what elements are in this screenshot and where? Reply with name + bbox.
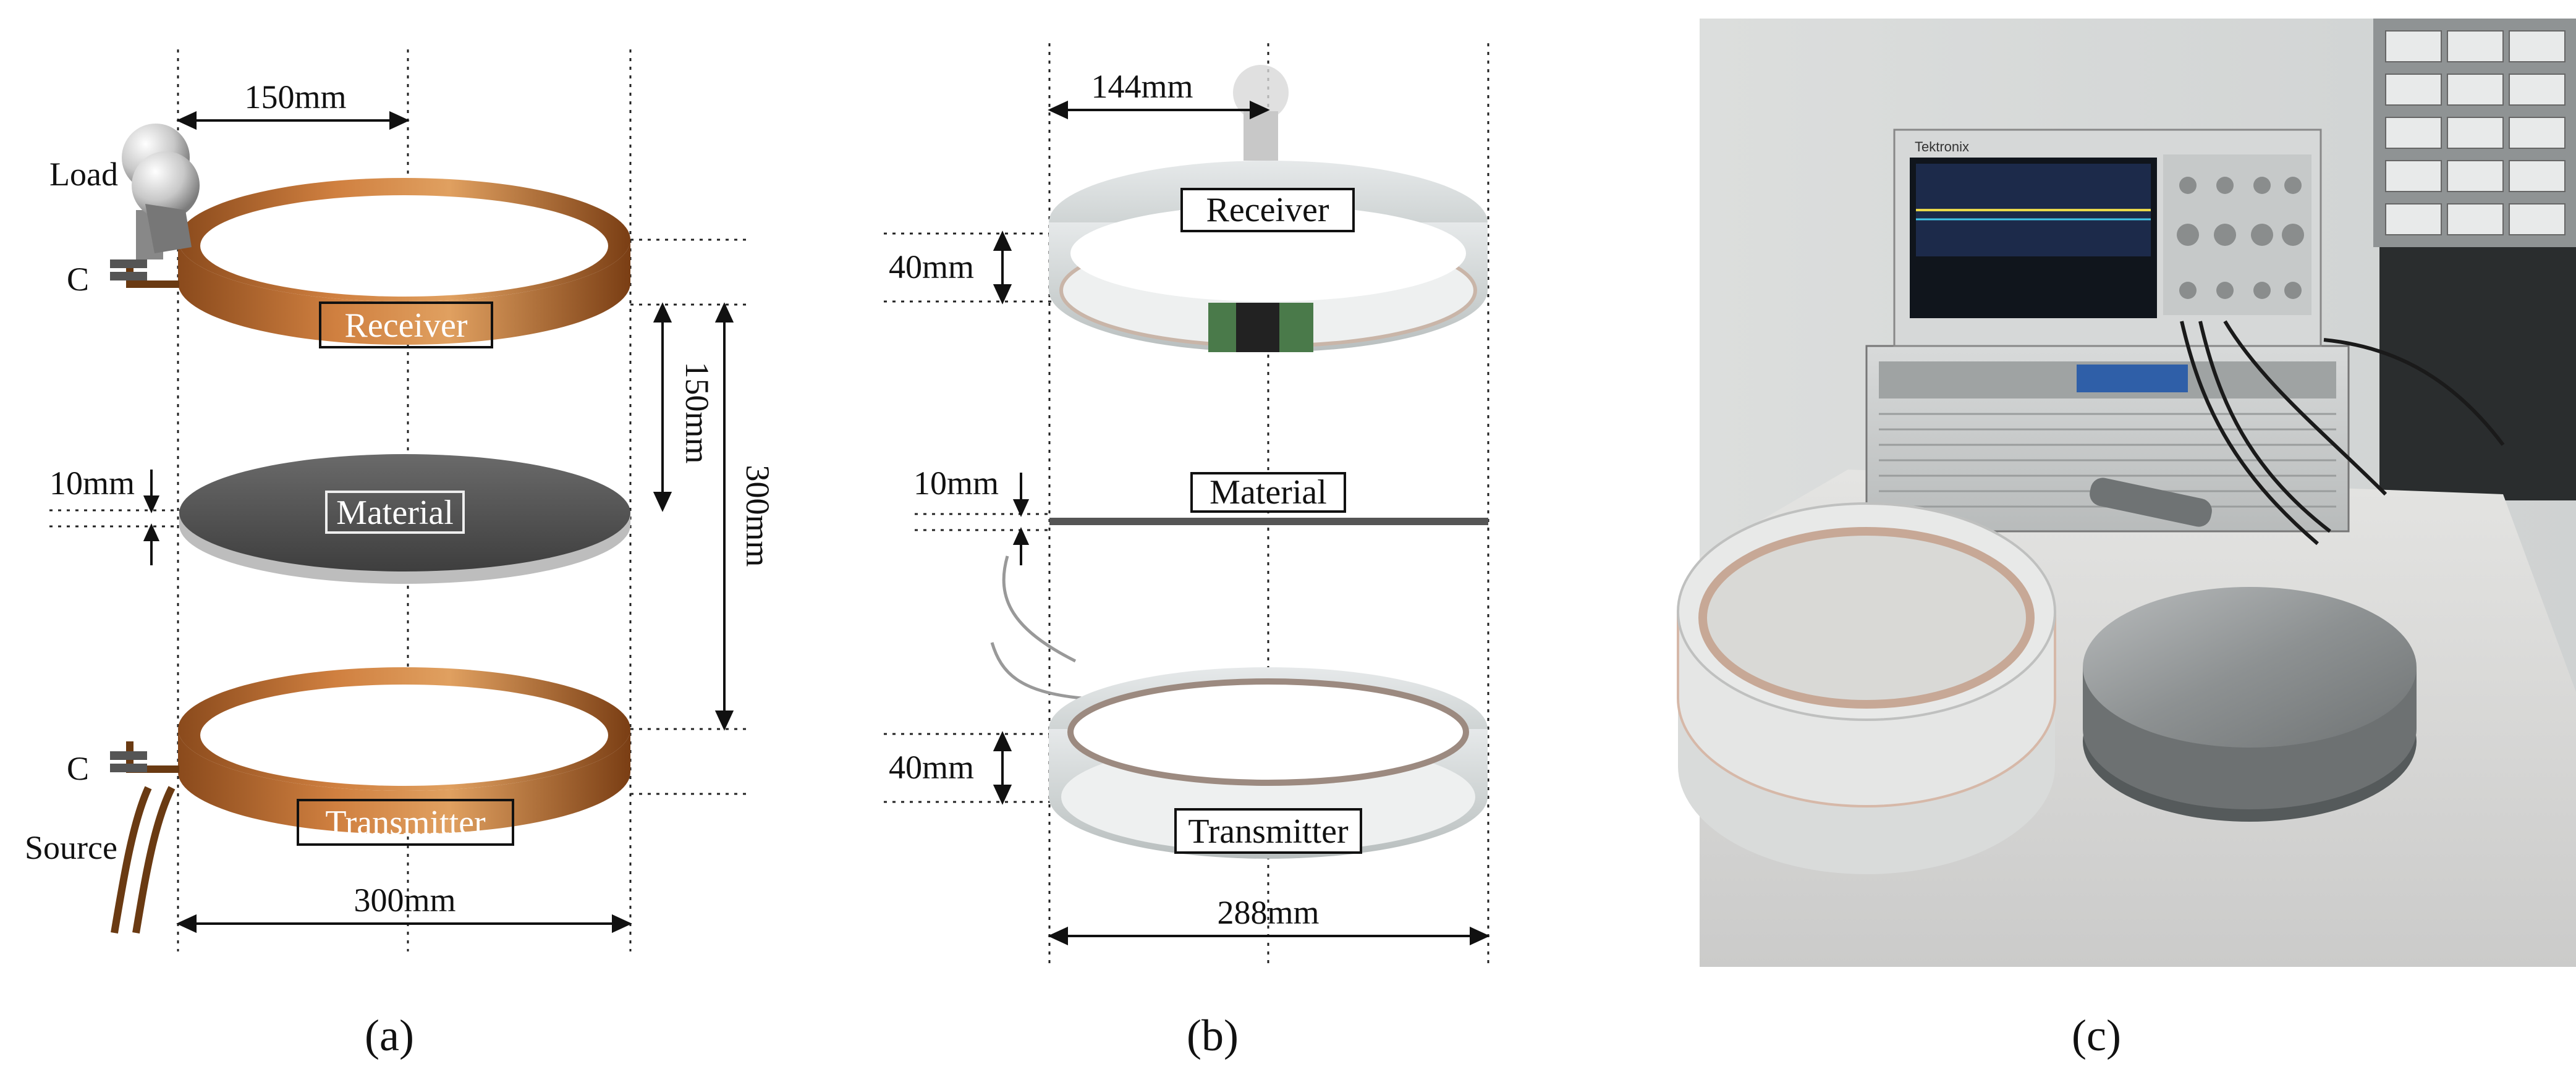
cap-bottom-label: C — [67, 750, 89, 787]
caption-c: (c) — [2072, 1011, 2121, 1060]
dim-b-thickness: 10mm — [913, 465, 999, 502]
oscilloscope: Tektronix — [1893, 129, 2322, 347]
dim-a-gap-recv-mat: 150mm — [679, 361, 716, 463]
transmitter-label-box-b — [1174, 808, 1362, 854]
dim-b-coil-height-top: 40mm — [889, 248, 974, 285]
dim-a-diameter: 300mm — [354, 882, 455, 919]
cap-top-label: C — [67, 261, 89, 298]
transmitter-prototype — [1049, 667, 1488, 859]
material-disk — [179, 454, 630, 584]
material-label-box-b — [1190, 472, 1346, 513]
panel-a-schematic: Load C Receiver Material C Source Transm… — [0, 0, 803, 1075]
panel-b-svg: Receiver Material Transmitter 144mm 40mm… — [884, 43, 1490, 1060]
coil-stack — [1677, 502, 2056, 874]
load-label: Load — [49, 156, 118, 193]
dim-a-top-width: 150mm — [244, 78, 346, 116]
panel-b-prototype: Receiver Material Transmitter 144mm 40mm… — [803, 0, 1607, 1075]
wire-b-2 — [990, 642, 1082, 700]
oscilloscope-brand: Tektronix — [1915, 139, 1969, 154]
receiver-coil — [178, 178, 630, 345]
dimension-arrows-a — [143, 111, 734, 934]
transmitter-coil — [178, 667, 630, 834]
current-probe — [2090, 478, 2212, 527]
material-label: Material — [336, 494, 454, 532]
dim-b-coil-height-bottom: 40mm — [889, 749, 974, 786]
panel-c-svg: Tektronix (c) — [1677, 19, 2576, 1060]
transmitter-label-b: Transmitter — [1188, 812, 1349, 851]
dim-b-top-width: 144mm — [1091, 68, 1193, 105]
dim-b-diameter: 288mm — [1217, 894, 1319, 931]
receiver-label-box-b — [1180, 188, 1355, 232]
receiver-label-b: Receiver — [1206, 191, 1329, 229]
receiver-prototype — [1049, 65, 1488, 352]
source-label: Source — [25, 829, 117, 866]
receiver-label: Receiver — [345, 306, 468, 345]
transmitter-label-box — [297, 799, 514, 846]
metal-plate-stack — [2083, 587, 2417, 822]
caption-b: (b) — [1187, 1011, 1239, 1060]
panel-c-photo: Tektronix (c) — [1607, 0, 2576, 1075]
capacitor-top — [110, 259, 179, 288]
dim-a-thickness: 10mm — [49, 465, 135, 502]
capacitor-bottom — [110, 741, 179, 934]
load-bulb — [122, 124, 200, 259]
material-label-b: Material — [1210, 473, 1327, 512]
dim-a-gap-total: 300mm — [739, 465, 776, 567]
dimension-arrows-b — [993, 100, 1490, 946]
cables — [2180, 320, 2505, 546]
receiver-label-box — [319, 301, 493, 348]
material-label-box — [325, 491, 465, 534]
panel-a-svg: Load C Receiver Material C Source Transm… — [25, 49, 776, 1060]
caption-a: (a) — [365, 1011, 414, 1060]
transmitter-label: Transmitter — [325, 804, 486, 842]
wire-b-1 — [1002, 555, 1077, 663]
material-sheet-b — [1049, 518, 1488, 525]
